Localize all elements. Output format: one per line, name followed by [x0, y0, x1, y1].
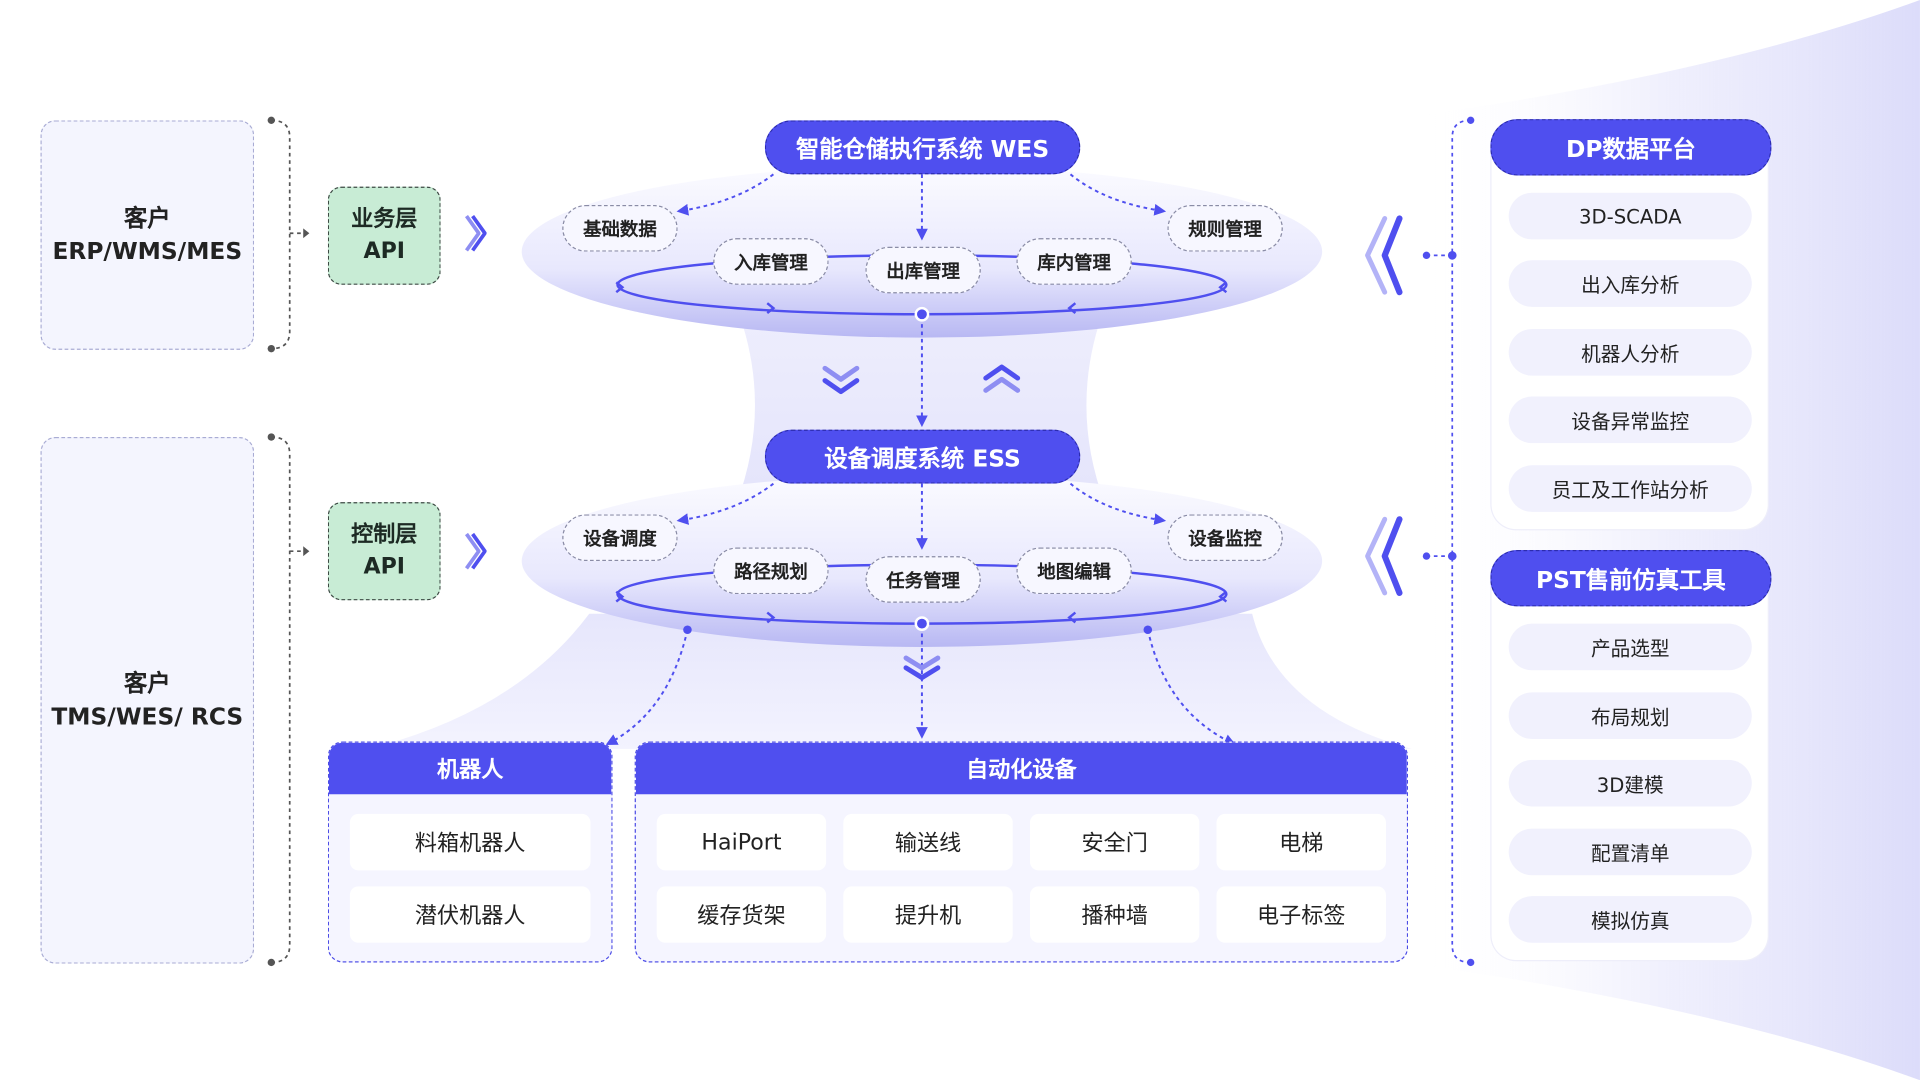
wes-title: 智能仓储执行系统 WES — [764, 120, 1081, 175]
hourglass-flare — [368, 613, 1412, 749]
robots-panel-title: 机器人 — [328, 742, 612, 795]
client-erp-box: 客户 ERP/WMS/MES — [40, 120, 255, 350]
wes-node-in-warehouse: 库内管理 — [1016, 238, 1132, 285]
client-tms-line2: TMS/WES/ RCS — [51, 702, 244, 730]
junction-dots — [683, 306, 1153, 635]
disc-arrow-marks — [615, 281, 1228, 624]
control-api-box: 控制层 API — [327, 502, 441, 601]
ess-title: 设备调度系统 ESS — [764, 429, 1081, 484]
automation-item-safety-door: 安全门 — [1029, 813, 1200, 871]
ess-node-dispatch: 设备调度 — [562, 514, 678, 562]
automation-item-put-wall: 播种墙 — [1029, 886, 1200, 943]
pst-item-product-selection: 产品选型 — [1508, 623, 1752, 671]
ess-node-path-planning: 路径规划 — [713, 547, 829, 595]
automation-panel-title: 自动化设备 — [635, 742, 1407, 795]
dp-item-robot-analysis: 机器人分析 — [1508, 328, 1752, 376]
ess-node-task-management: 任务管理 — [865, 556, 981, 603]
flow-chevrons — [822, 364, 1021, 681]
ess-node-map-editing: 地图编辑 — [1016, 547, 1132, 595]
pst-item-simulation: 模拟仿真 — [1508, 896, 1752, 943]
automation-item-elevator: 电梯 — [1216, 813, 1386, 871]
pst-title: PST售前仿真工具 — [1490, 549, 1772, 607]
control-api-line2: API — [363, 553, 405, 580]
business-api-line2: API — [363, 238, 405, 264]
client-erp-line1: 客户 — [123, 204, 171, 232]
wes-node-inbound: 入库管理 — [713, 238, 829, 285]
robot-item-latent: 潜伏机器人 — [349, 886, 591, 943]
wes-node-basic-data: 基础数据 — [562, 205, 678, 252]
client-tms-box: 客户 TMS/WES/ RCS — [40, 437, 255, 964]
wes-node-outbound: 出库管理 — [865, 246, 981, 294]
automation-item-haiport: HaiPort — [656, 813, 827, 871]
dp-item-anomaly-monitor: 设备异常监控 — [1508, 396, 1752, 444]
api-arrows — [464, 214, 487, 570]
dp-title: DP数据平台 — [1490, 119, 1772, 176]
client-tms-line1: 客户 — [123, 669, 171, 697]
wes-branch-lines — [676, 173, 1167, 428]
right-chevrons — [1365, 215, 1403, 596]
pst-item-3d-modeling: 3D建模 — [1508, 759, 1752, 807]
client-erp-line2: ERP/WMS/MES — [52, 237, 243, 265]
ess-node-monitoring: 设备监控 — [1167, 514, 1283, 562]
automation-item-e-label: 电子标签 — [1216, 886, 1386, 943]
robot-item-tote: 料箱机器人 — [349, 813, 591, 871]
client-brackets — [271, 119, 307, 964]
right-bracket — [1426, 119, 1471, 964]
business-api-line1: 业务层 — [351, 206, 418, 233]
dp-item-staff-analysis: 员工及工作站分析 — [1508, 465, 1752, 512]
control-api-line1: 控制层 — [351, 521, 418, 548]
automation-panel: 自动化设备 HaiPort 输送线 安全门 电梯 缓存货架 提升机 播种墙 电子… — [634, 741, 1409, 963]
dp-item-inout-analysis: 出入库分析 — [1508, 260, 1752, 307]
client-bracket-dots — [267, 116, 310, 967]
ess-branch-lines — [605, 482, 1236, 746]
automation-item-buffer-rack: 缓存货架 — [656, 886, 827, 943]
pst-item-layout-planning: 布局规划 — [1508, 692, 1752, 740]
right-bracket-dots — [1422, 116, 1475, 967]
robots-panel: 机器人 料箱机器人 潜伏机器人 — [327, 741, 613, 963]
wes-node-rules: 规则管理 — [1167, 205, 1283, 252]
pst-item-config-list: 配置清单 — [1508, 828, 1752, 876]
automation-item-conveyor: 输送线 — [843, 813, 1013, 871]
business-api-box: 业务层 API — [327, 186, 441, 285]
automation-item-lift: 提升机 — [843, 886, 1013, 943]
dp-item-3d-scada: 3D-SCADA — [1508, 192, 1752, 240]
